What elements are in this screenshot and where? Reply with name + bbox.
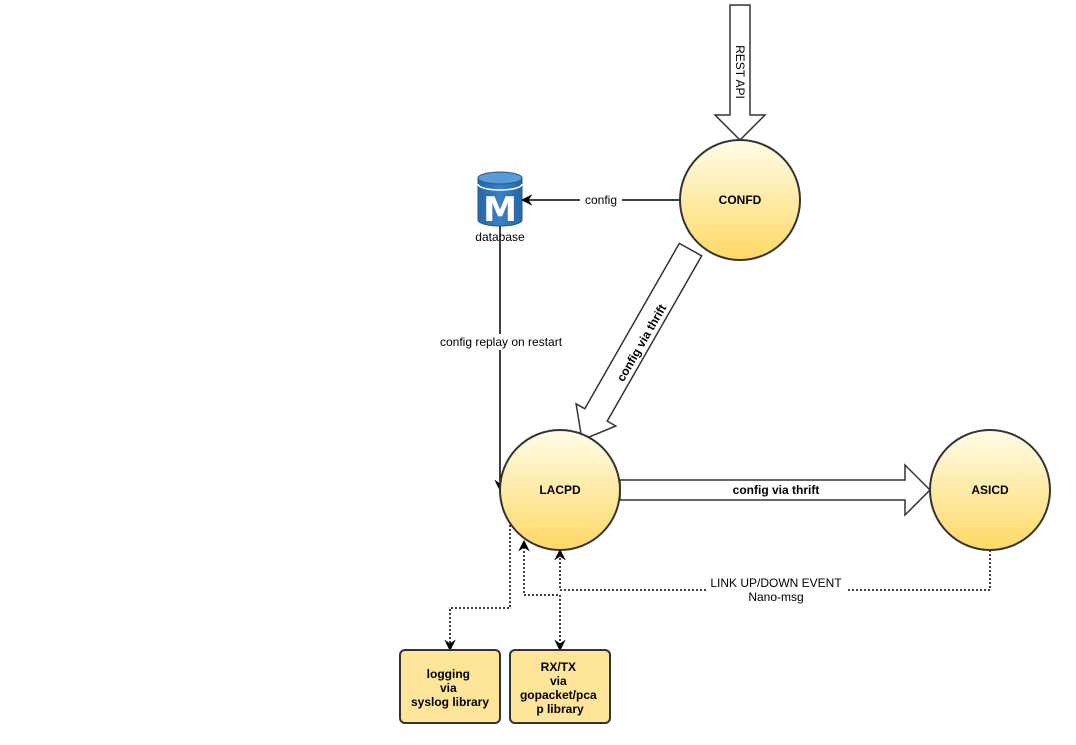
lacpd-to-asicd-label: config via thrift <box>733 483 820 497</box>
confd-to-lacpd-arrow: config via thrift <box>575 242 703 442</box>
rxtx-line-3: gopacket/pca <box>520 688 597 702</box>
rest-api-arrow: REST API <box>713 4 767 142</box>
config-label: config <box>585 193 617 207</box>
lacpd-node[interactable]: LACPD <box>499 429 621 551</box>
lacpd-to-asicd-arrow: config via thrift <box>619 463 932 517</box>
confd-node[interactable]: CONFD <box>679 139 801 261</box>
logging-line-3: syslog library <box>411 695 489 709</box>
config-edge: config <box>520 192 680 208</box>
logging-line-2: via <box>440 681 457 695</box>
logging-box[interactable]: logging via syslog library <box>399 649 501 724</box>
link-event-label-line1: LINK UP/DOWN EVENT <box>710 576 842 590</box>
rxtx-box[interactable]: RX/TX via gopacket/pca p library <box>509 649 611 724</box>
logging-line-1: logging <box>427 667 470 681</box>
rxtx-edge <box>518 539 566 652</box>
lacpd-label: LACPD <box>539 483 581 497</box>
logging-text: logging via syslog library <box>411 667 489 709</box>
logging-edge <box>444 525 511 652</box>
link-event-label-line2: Nano-msg <box>748 590 803 604</box>
confd-label: CONFD <box>719 193 762 207</box>
rest-api-label: REST API <box>733 45 747 99</box>
asicd-label: ASICD <box>971 483 1009 497</box>
rxtx-line-1: RX/TX <box>541 660 576 674</box>
asicd-node[interactable]: ASICD <box>929 429 1051 551</box>
database-glyph: M <box>483 190 517 230</box>
rxtx-text: RX/TX via gopacket/pca p library <box>520 660 600 716</box>
database-label: database <box>475 230 525 244</box>
rxtx-line-4: p library <box>536 702 584 716</box>
database-icon[interactable]: M database <box>475 171 525 244</box>
rxtx-line-2: via <box>550 674 567 688</box>
config-replay-label: config replay on restart <box>440 335 563 349</box>
link-event-edge: LINK UP/DOWN EVENT Nano-msg <box>554 548 991 605</box>
